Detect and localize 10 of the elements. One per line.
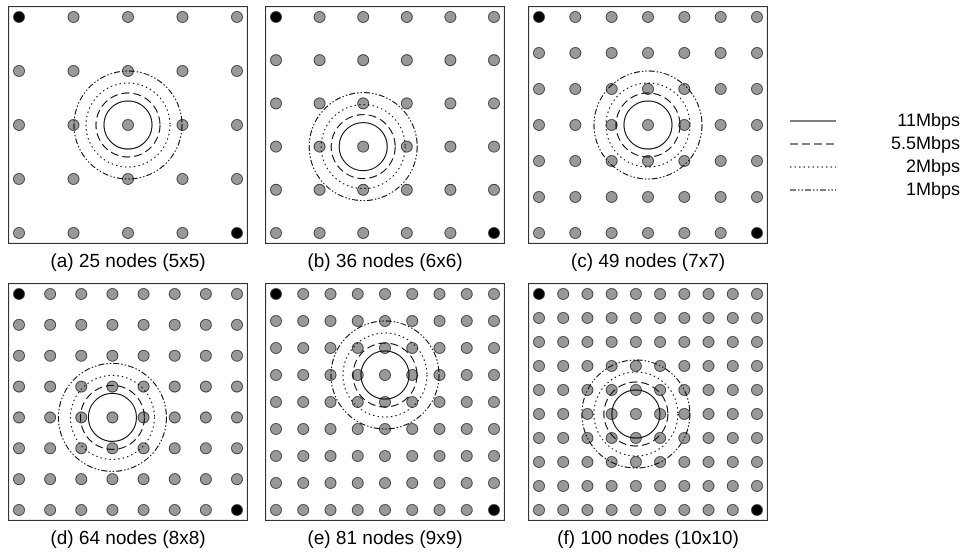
legend-label: 11Mbps xyxy=(896,110,960,131)
legend-label: 2Mbps xyxy=(904,156,960,177)
panel-caption: (c) 49 nodes (7x7) xyxy=(570,251,726,273)
panel-caption: (f) 100 nodes (10x10) xyxy=(557,528,739,550)
legend-label: 1Mbps xyxy=(904,179,960,200)
legend-label: 5.5Mbps xyxy=(890,133,960,154)
panel-caption: (a) 25 nodes (5x5) xyxy=(50,251,206,273)
panel-caption: (e) 81 nodes (9x9) xyxy=(307,528,463,550)
panel-caption: (b) 36 nodes (6x6) xyxy=(307,251,463,273)
panel-caption: (d) 64 nodes (8x8) xyxy=(50,528,206,550)
